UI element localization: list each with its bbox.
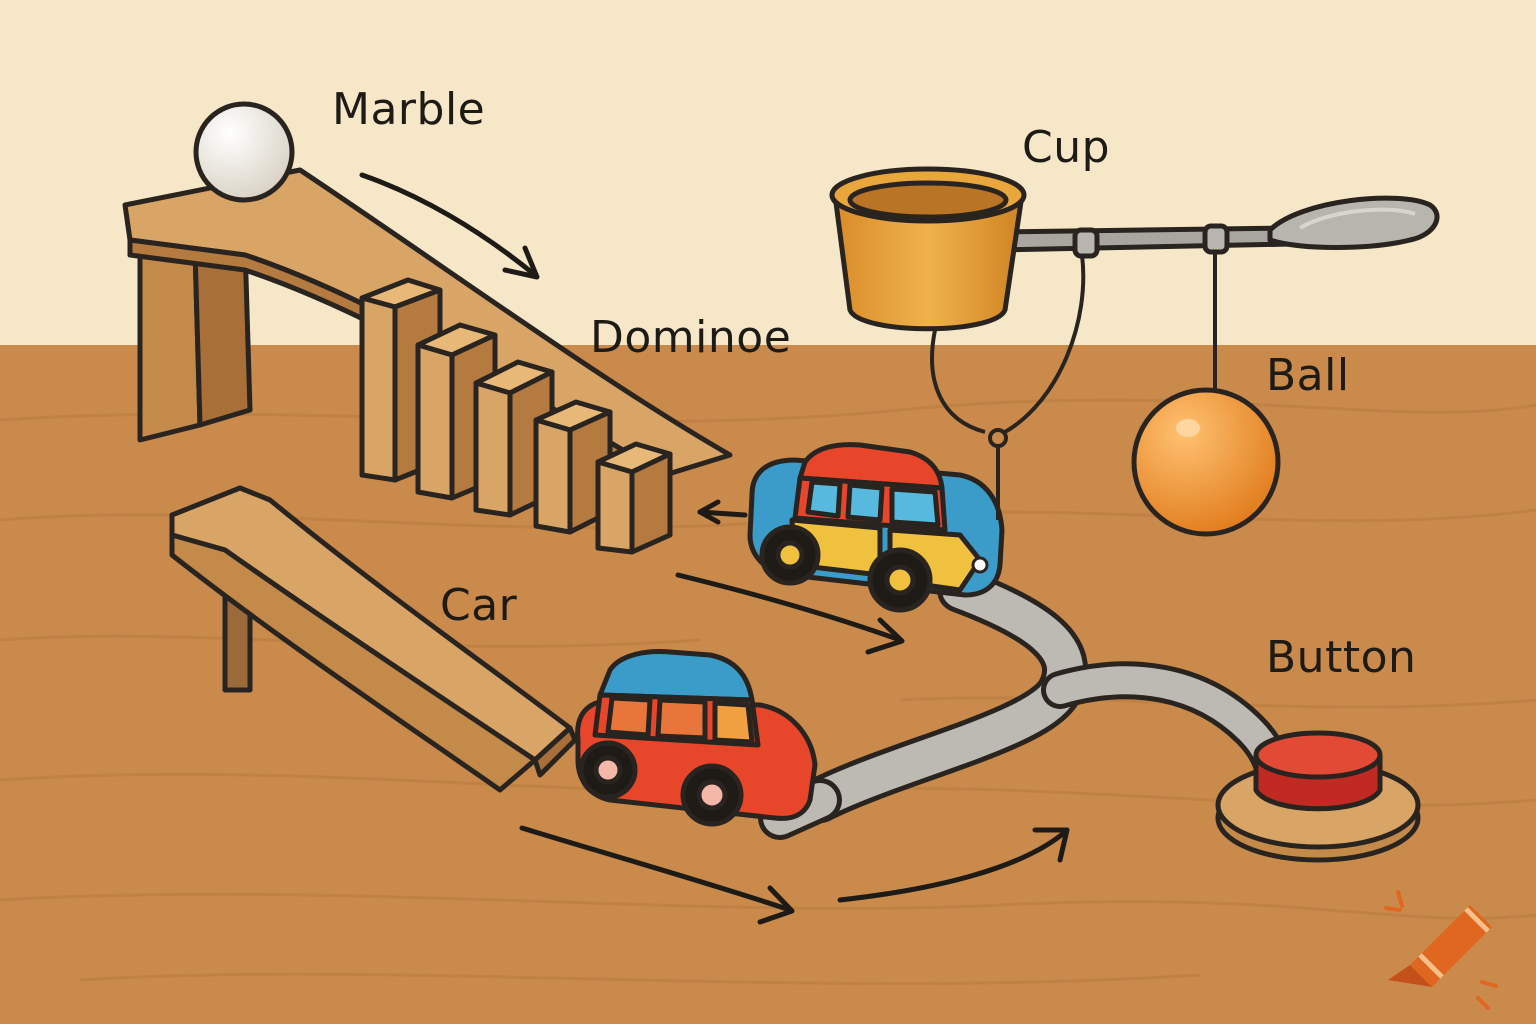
label-cup: Cup bbox=[1022, 122, 1111, 173]
label-marble: Marble bbox=[332, 84, 486, 135]
cup bbox=[829, 166, 1027, 332]
arrow-marble bbox=[359, 172, 540, 280]
arrow-car-lower bbox=[519, 825, 795, 925]
arrows bbox=[359, 172, 1070, 925]
label-button: Button bbox=[1266, 632, 1417, 683]
crayon-icon bbox=[1384, 890, 1498, 1010]
car-upper bbox=[747, 442, 1005, 613]
label-car: Car bbox=[440, 580, 518, 631]
car-ramp bbox=[169, 485, 578, 793]
button bbox=[1215, 730, 1421, 863]
ball-highlight bbox=[1176, 419, 1200, 437]
arrow-track bbox=[837, 827, 1070, 903]
spoon-lever bbox=[997, 195, 1440, 259]
label-dominoe: Dominoe bbox=[590, 312, 792, 363]
marble bbox=[193, 101, 295, 203]
domino-5 bbox=[595, 441, 673, 555]
car-lower bbox=[575, 649, 818, 827]
arrow-car-upper bbox=[675, 572, 905, 655]
hanging-ball bbox=[1131, 387, 1281, 537]
dominoes bbox=[359, 277, 673, 555]
label-ball: Ball bbox=[1266, 350, 1350, 401]
strings bbox=[930, 252, 1217, 520]
arrow-domino-to-car bbox=[697, 499, 748, 525]
